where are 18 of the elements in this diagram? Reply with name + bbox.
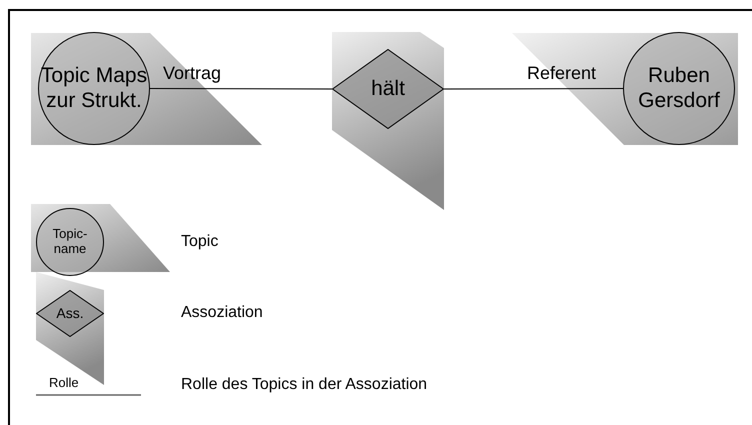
topic-circle xyxy=(36,208,104,276)
edge-label: Vortrag xyxy=(163,62,222,85)
node-label: Ruben Gersdorf xyxy=(637,64,721,113)
association-diamond xyxy=(36,290,104,337)
node-label: Topic- name xyxy=(52,227,88,257)
association-diamond xyxy=(332,49,444,129)
node-label: Topic Maps zur Strukt. xyxy=(40,64,148,113)
topic-circle xyxy=(38,32,150,145)
edge-label: Referent xyxy=(527,62,596,85)
connector-line xyxy=(150,88,332,90)
legend-text: Rolle des Topics in der Assoziation xyxy=(181,375,428,395)
legend-text: Assoziation xyxy=(181,303,263,323)
node-label: Ass. xyxy=(55,305,85,322)
connector-line xyxy=(444,88,624,90)
legend-text: Topic xyxy=(181,232,218,252)
node-label: hält xyxy=(370,76,406,102)
role-sample-label: Rolle xyxy=(49,374,79,392)
topic-circle xyxy=(623,32,735,145)
